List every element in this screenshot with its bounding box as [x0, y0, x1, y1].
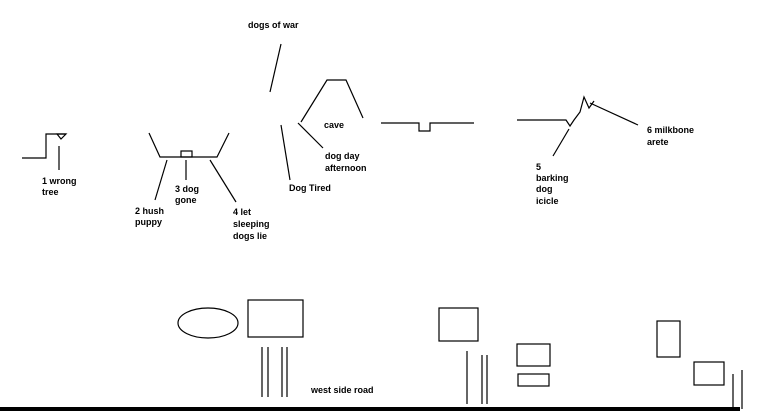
sign-middle [438, 307, 488, 404]
arete-feature [517, 95, 639, 157]
barking-dog-label-line2: barking [536, 173, 569, 183]
boxes-middle [516, 343, 551, 387]
hush-puppy-label-line1: 2 hush [135, 206, 164, 216]
wrong-tree-feature [22, 133, 68, 170]
boxes-right [656, 320, 743, 409]
hush-puppy-label-line2: puppy [135, 217, 162, 227]
bowl-feature [148, 132, 237, 203]
barking-dog-label-line4: icicle [536, 196, 559, 206]
wrong-tree-label-line2: tree [42, 187, 59, 197]
dogs-of-war-leader [269, 43, 282, 93]
road-label: west side road [310, 385, 374, 395]
dog-tired-label: Dog Tired [289, 183, 331, 193]
cave-label: cave [324, 120, 344, 130]
barking-dog-label-line3: dog [536, 184, 553, 194]
wrong-tree-label-line1: 1 wrong [42, 176, 77, 186]
dog-gone-label-line1: 3 dog [175, 184, 199, 194]
oval-marker [177, 307, 239, 339]
sign-left [247, 299, 304, 397]
milkbone-label-line2: arete [647, 137, 669, 147]
barking-dog-label-line1: 5 [536, 162, 541, 172]
sleeping-dogs-label-line1: 4 let [233, 207, 251, 217]
dogs-of-war-label: dogs of war [248, 20, 299, 30]
dog-day-label-line1: dog day [325, 151, 360, 161]
cave-feature [280, 79, 364, 181]
milkbone-label-line1: 6 milkbone [647, 125, 694, 135]
sleeping-dogs-label-line2: sleeping [233, 219, 270, 229]
notch-ledge-feature [381, 122, 474, 132]
dog-day-label-line2: afternoon [325, 163, 367, 173]
sleeping-dogs-label-line3: dogs lie [233, 231, 267, 241]
dog-gone-label-line2: gone [175, 195, 197, 205]
